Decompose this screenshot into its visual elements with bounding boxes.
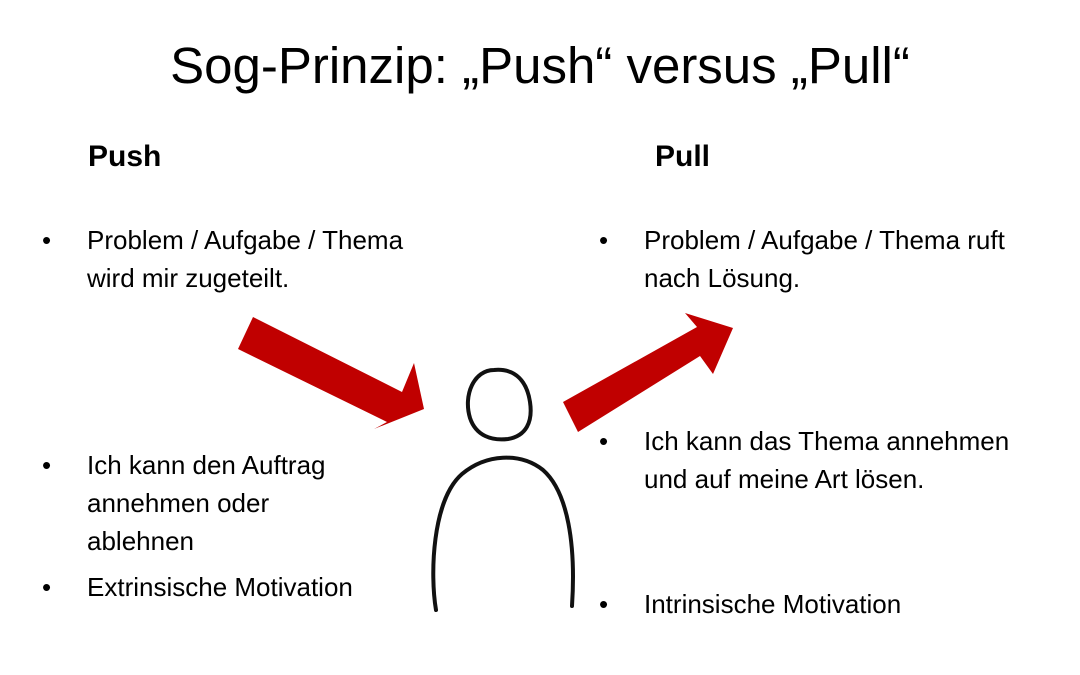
push-bullet-1-line-1: Problem / Aufgabe / Thema bbox=[87, 225, 404, 255]
push-bullet-1-line-2: wird mir zugeteilt. bbox=[87, 263, 290, 293]
push-bullet-2-line-1: Ich kann den Auftrag bbox=[87, 450, 326, 480]
pull-bullet-3-line-1: Intrinsische Motivation bbox=[644, 589, 902, 619]
slide-title: Sog-Prinzip: „Push“ versus „Pull“ bbox=[170, 37, 910, 94]
bullet-dot: • bbox=[599, 225, 609, 255]
pull-bullet-1: • Problem / Aufgabe / Thema ruft nach Lö… bbox=[599, 221, 1069, 301]
pull-bullet-2: • Ich kann das Thema annehmen und auf me… bbox=[599, 422, 1069, 502]
arrow-down-right-icon bbox=[238, 317, 424, 429]
push-bullet-1: • Problem / Aufgabe / Thema wird mir zug… bbox=[42, 221, 462, 301]
pull-heading: Pull bbox=[655, 140, 711, 173]
push-bullet-2-line-2: annehmen oder bbox=[87, 488, 270, 518]
person-body bbox=[431, 455, 575, 612]
pull-bullet-3: • Intrinsische Motivation bbox=[599, 585, 1019, 625]
bullet-dot: • bbox=[599, 426, 609, 456]
push-bullet-3-line-1: Extrinsische Motivation bbox=[87, 572, 353, 602]
person-head bbox=[465, 367, 533, 442]
bullet-dot: • bbox=[42, 572, 52, 602]
pull-bullet-2-line-2: und auf meine Art lösen. bbox=[644, 464, 925, 494]
pull-bullet-1-line-1: Problem / Aufgabe / Thema ruft bbox=[644, 225, 1005, 255]
bullet-dot: • bbox=[42, 225, 52, 255]
push-heading: Push bbox=[88, 140, 162, 173]
push-bullet-3: • Extrinsische Motivation bbox=[42, 568, 422, 608]
pull-bullet-2-line-1: Ich kann das Thema annehmen bbox=[644, 426, 1010, 456]
arrow-up-right-icon bbox=[563, 313, 733, 432]
bullet-dot: • bbox=[599, 589, 609, 619]
bullet-dot: • bbox=[42, 450, 52, 480]
push-bullet-2-line-3: ablehnen bbox=[87, 526, 194, 556]
pull-bullet-1-line-2: nach Lösung. bbox=[644, 263, 801, 293]
push-bullet-2: • Ich kann den Auftrag annehmen oder abl… bbox=[42, 446, 422, 564]
